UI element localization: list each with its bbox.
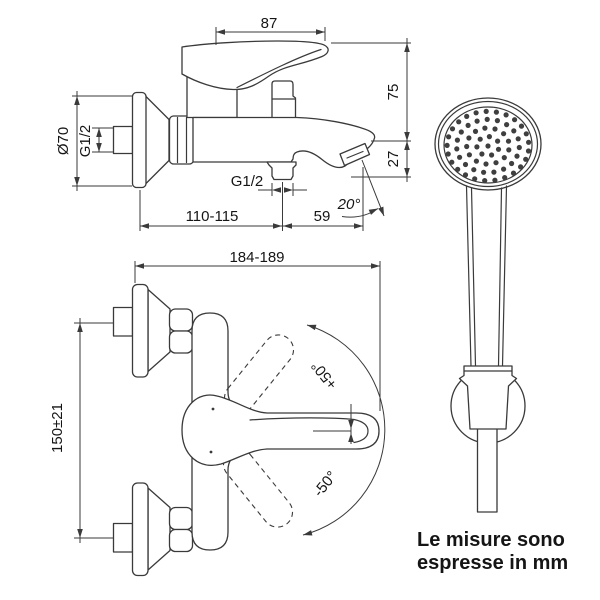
dim-87-label: 87	[261, 15, 278, 32]
dim-plus50-label: +50°	[308, 357, 341, 392]
union-nut-side	[168, 115, 195, 165]
faucet-body-side	[192, 116, 376, 169]
escutcheon-plate-front-bottom	[131, 482, 149, 577]
escutcheon-cone-front-bottom	[147, 487, 171, 571]
union-nut-front-bottom	[168, 506, 194, 531]
hand-shower-drawing	[434, 97, 542, 513]
shower-handle	[465, 185, 508, 367]
handle-position-up-dashed	[223, 334, 295, 414]
side-view-drawing: 87 75 27 Ø70 G1/2 G1/2 110-115 59	[55, 15, 411, 231]
lever-handle-side	[181, 40, 329, 91]
dim-flange-diameter-label: Ø70	[55, 127, 72, 155]
dim-27-label: 27	[385, 151, 402, 168]
hose-outlet-side	[266, 161, 297, 181]
escutcheon-cone-side	[144, 94, 170, 186]
dim-inlet-thread-label: G1/2	[77, 125, 94, 158]
dim-outlet-thread-label: G1/2	[231, 173, 264, 190]
bracket-socket	[458, 365, 518, 430]
escutcheon-plate-side	[131, 91, 147, 189]
note-line-2: espresse in mm	[417, 552, 568, 574]
inlet-pipe-front-bottom	[112, 522, 134, 553]
inlet-pipe-side	[112, 125, 134, 155]
measurement-note: Le misure sono espresse in mm	[417, 529, 568, 574]
union-nut-front-top	[168, 308, 194, 332]
dim-minus50-label: -50°	[310, 468, 341, 500]
shower-head-face	[443, 106, 533, 184]
handle-rotation-arc	[302, 324, 386, 536]
escutcheon-plate-front-top	[131, 283, 149, 378]
note-line-1: Le misure sono	[417, 529, 565, 551]
dim-59-label: 59	[314, 208, 331, 225]
escutcheon-cone-front-top	[147, 288, 171, 373]
dim-75-label: 75	[385, 84, 402, 101]
dim-20deg-label: 20°	[337, 196, 361, 213]
dim-110-115-label: 110-115	[186, 208, 239, 225]
inlet-pipe-front-top	[112, 306, 134, 337]
dim-150-label: 150±21	[49, 403, 66, 453]
lever-handle-front	[181, 394, 380, 466]
dim-184-189-label: 184-189	[229, 249, 284, 266]
shower-face-dots	[444, 108, 532, 184]
front-view-drawing: 184-189 150±21 +50° -50°	[49, 249, 386, 577]
handle-position-down-dashed	[222, 448, 294, 528]
